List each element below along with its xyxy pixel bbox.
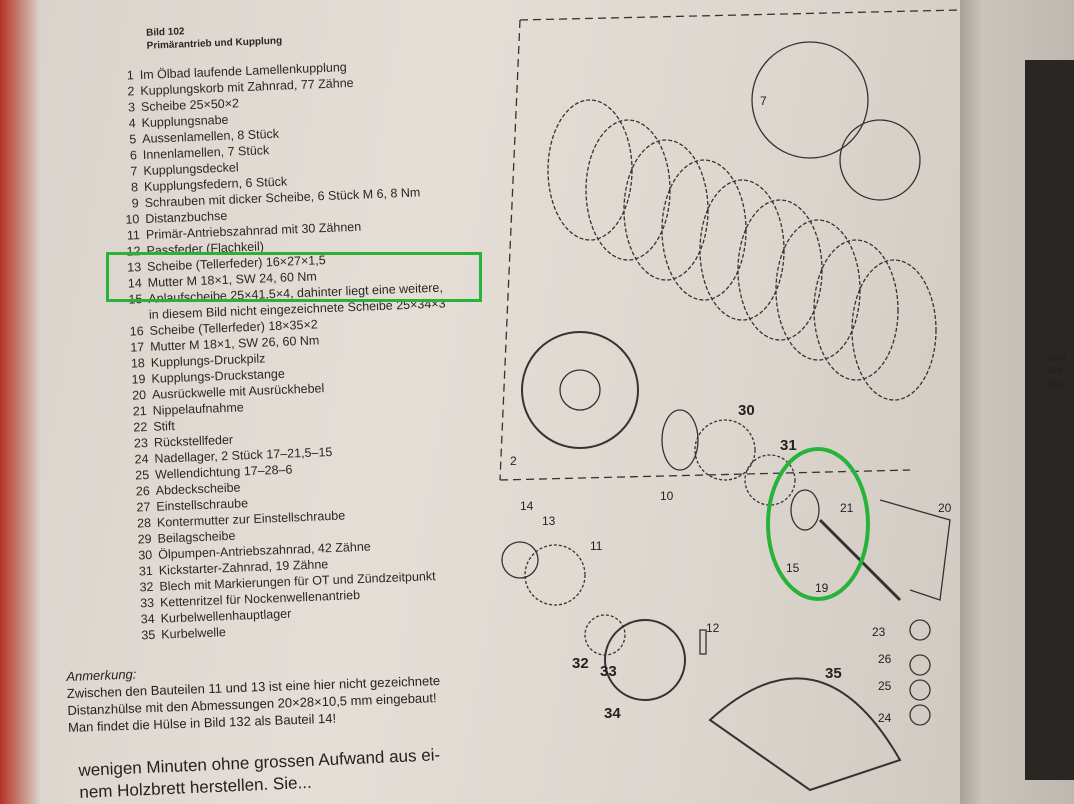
highlight-ellipse [766,447,870,601]
note: Anmerkung: Zwischen den Bauteilen 11 und… [66,655,442,736]
caption-line: Bild [1048,353,1067,364]
dashed-axis [499,19,521,481]
spacer-bush [661,409,699,471]
part-number: 35 [141,627,156,643]
next-page-caption: Bild We Bru [1048,352,1067,391]
diagram-label: 33 [600,663,617,680]
crankshaft [708,677,902,792]
caption-line: We [1048,366,1063,377]
diagram-label: 11 [590,539,603,553]
diagram-label: 15 [786,561,800,575]
diagram-label: 30 [738,402,755,419]
diagram-label: 14 [520,499,534,513]
diagram-label: 26 [878,652,892,666]
exploded-diagram: 7 30 31 2 10 14 13 11 21 15 19 12 32 33 34 35 23 26 25 24 20 [499,9,960,792]
diagram-label: 10 [660,489,674,503]
highlight-rectangle [106,252,482,302]
main-bearing [604,619,686,701]
kickstarter-gear [744,454,796,506]
thrust-washer [790,489,820,531]
part-description: Stift [153,418,176,434]
caption-line: Bru [1048,379,1066,390]
release-lever [879,499,951,601]
part-description: Kurbelwelle [161,625,227,642]
clutch-plate [813,239,899,381]
diagram-label: 34 [604,705,621,722]
diagram-label: 20 [938,501,952,515]
book-binding [0,0,40,804]
clutch-basket [521,331,639,449]
diagram-label: 25 [878,679,892,693]
diagram-label: 19 [815,581,829,595]
clutch-cover [751,41,869,159]
diagram-label: 13 [542,514,556,528]
diagram-label: 23 [872,625,886,639]
diagram-label: 32 [572,655,589,672]
next-page-photo [1025,60,1074,780]
diagram-label: 35 [825,665,842,682]
diagram-label: 2 [510,454,517,468]
diagram-label: 24 [878,711,892,725]
diagram-label: 7 [760,94,767,108]
diagram-label: 21 [840,501,854,515]
oil-pump-gear [694,419,756,481]
clutch-plate [851,259,937,401]
book-page [0,0,1000,804]
diagram-label: 31 [780,437,797,454]
diagram-label: 12 [706,621,720,635]
